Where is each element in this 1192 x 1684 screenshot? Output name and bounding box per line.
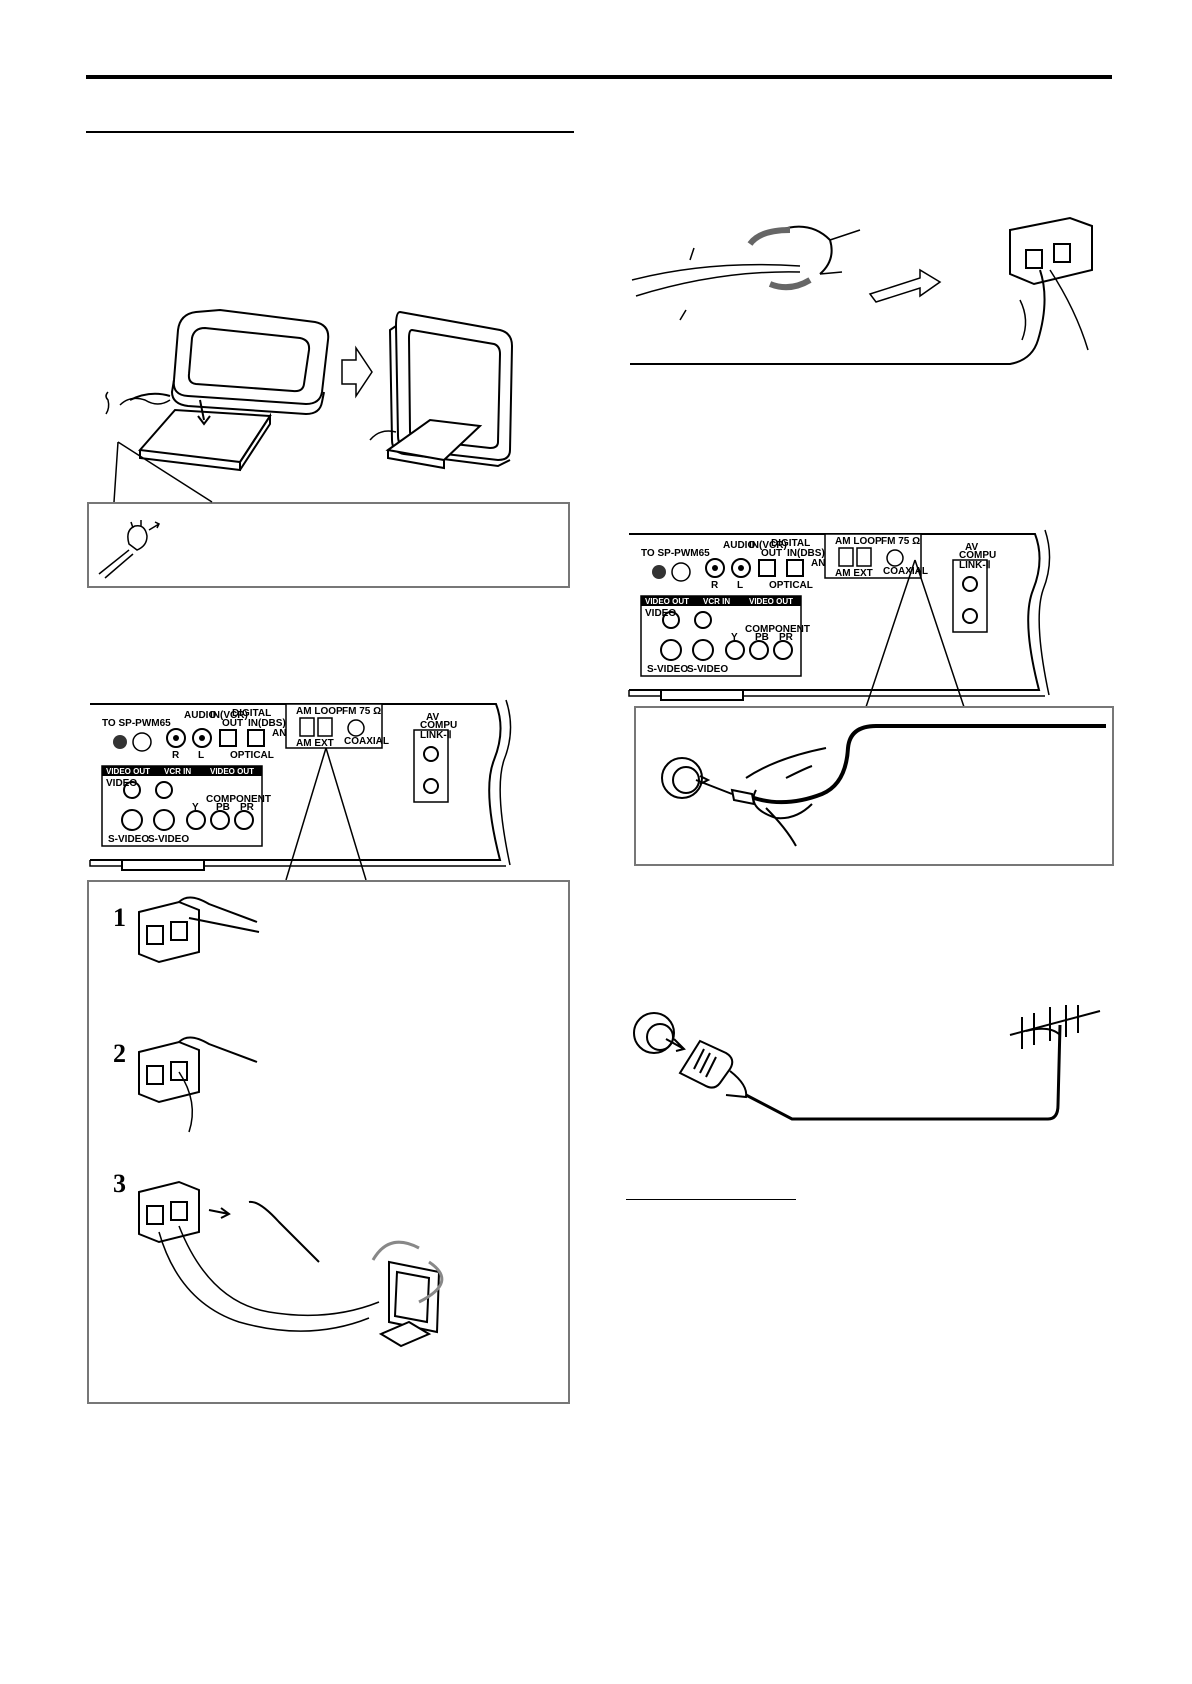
am-loop-assembly-figure (105, 308, 514, 472)
compu-label: COMPU (420, 720, 457, 731)
audio-label: AUDIO (184, 710, 216, 721)
am-ext-label-right: AM EXT (835, 568, 873, 579)
digital-out-label-right: OUT (761, 548, 782, 559)
transition-arrow-icon (341, 345, 373, 399)
audio-r-label-right: R (711, 580, 719, 591)
wire-end-inset (87, 502, 570, 588)
coaxial-label-right: COAXIAL (883, 566, 928, 577)
optical-label: OPTICAL (230, 750, 274, 761)
in-vcr-label-right: IN(VCR) (749, 540, 787, 551)
panel-model-label: TO SP-PWM65 (102, 718, 171, 729)
pr-label-right: PR (779, 632, 794, 643)
fm-coaxial-plug-figure (661, 724, 1106, 847)
am-loop-label-right: AM LOOP (835, 536, 882, 547)
av-label: AV (426, 712, 439, 723)
outdoor-fm-antenna-figure (633, 1005, 1101, 1121)
compu-label-right: COMPU (959, 550, 996, 561)
video-label-right: VIDEO (645, 608, 676, 619)
audio-r-label: R (172, 750, 180, 761)
svideo-label-right: S-VIDEO (647, 664, 688, 675)
am-connection-steps-box: 1 2 3 (87, 880, 570, 1404)
step-3-number: 3 (113, 1169, 126, 1198)
digital-out-label: OUT (222, 718, 243, 729)
am-loop-label: AM LOOP (296, 706, 343, 717)
component-video-out-label-right: VIDEO OUT (749, 597, 793, 606)
callout-line (113, 441, 213, 503)
coaxial-label: COAXIAL (344, 736, 389, 747)
section-heading-rule (86, 131, 574, 133)
pb-label-right: PB (755, 632, 769, 643)
svideo-label-2: S-VIDEO (148, 834, 189, 845)
step-1-number: 1 (113, 903, 126, 932)
in-vcr-label: IN(VCR) (210, 710, 248, 721)
fm-label-right: FM 75 Ω (881, 536, 920, 547)
wire-twist-icon (98, 520, 161, 579)
am-connection-steps-figure: 1 2 3 (113, 896, 444, 1348)
audio-l-label-right: L (737, 580, 743, 591)
terminal-wire-illustration-2 (138, 1036, 258, 1133)
rear-panel-left: TO SP-PWM65 AUDIO IN(VCR) R L DIGITAL OU… (89, 699, 512, 880)
pr-label: PR (240, 802, 255, 813)
rear-panel-right: TO SP-PWM65 AUDIO IN(VCR) R L DIGITAL OU… (628, 529, 1051, 710)
digital-in-label-right: IN(DBS) (787, 548, 825, 559)
am-loop-standing-illustration (369, 310, 514, 470)
optical-label-right: OPTICAL (769, 580, 813, 591)
terminal-release-illustration-3 (138, 1180, 444, 1348)
digital-label: DIGITAL (232, 708, 271, 719)
link-label: LINK-Ⅱ (420, 730, 452, 741)
svideo-label-right-2: S-VIDEO (687, 664, 728, 675)
panel-model-label-right: TO SP-PWM65 (641, 548, 710, 559)
digital-label-right: DIGITAL (771, 538, 810, 549)
audio-label-right: AUDIO (723, 540, 755, 551)
av-label-right: AV (965, 542, 978, 553)
step-2-number: 2 (113, 1039, 126, 1068)
vcr-in-label-right: VCR IN (703, 597, 730, 606)
am-loop-flat-illustration (105, 308, 330, 472)
link-label-right: LINK-Ⅱ (959, 560, 991, 571)
y-label: Y (192, 802, 199, 813)
component-label-right: COMPONENT (745, 624, 810, 635)
y-label-right: Y (731, 632, 738, 643)
fm-wire-antenna-figure (630, 216, 1093, 365)
fm-label: FM 75 Ω (342, 706, 381, 717)
am-ext-label: AM EXT (296, 738, 334, 749)
audio-l-label: L (198, 750, 204, 761)
digital-in-label: IN(DBS) (248, 718, 286, 729)
fm-coaxial-inset (634, 706, 1114, 866)
terminal-press-illustration-1 (138, 896, 260, 964)
video-out-label: VIDEO OUT (106, 767, 150, 776)
pb-label: PB (216, 802, 230, 813)
component-label: COMPONENT (206, 794, 271, 805)
vcr-in-label: VCR IN (164, 767, 191, 776)
page-top-rule (86, 75, 1112, 79)
video-out-label-right: VIDEO OUT (645, 597, 689, 606)
svideo-label: S-VIDEO (108, 834, 149, 845)
component-video-out-label: VIDEO OUT (210, 767, 254, 776)
video-label: VIDEO (106, 778, 137, 789)
note-heading-rule (626, 1199, 796, 1200)
